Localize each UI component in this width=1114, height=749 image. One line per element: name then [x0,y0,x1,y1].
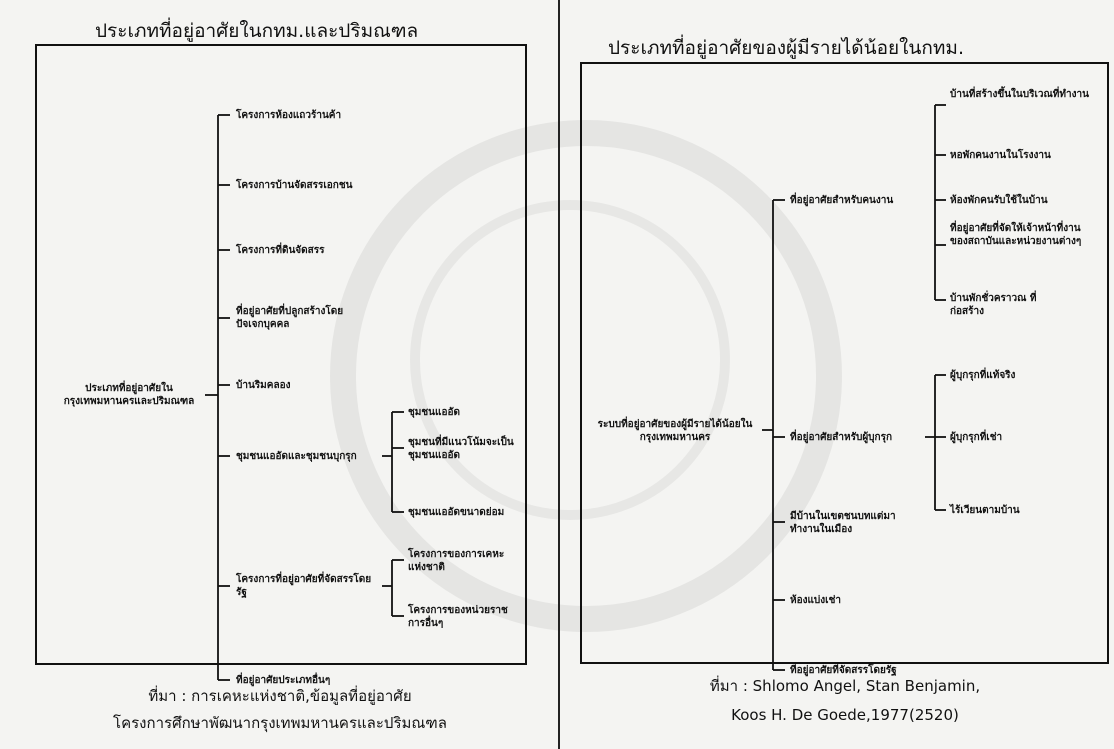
right-item-3: มีบ้านในเขตชนบทแต่มาทำงานในเมือง [790,511,896,535]
left-item-8: ที่อยู่อาศัยประเภทอื่นๆ [236,675,331,686]
right-item-5: ที่อยู่อาศัยที่จัดสรรโดยรัฐ [790,665,897,676]
left-title: ประเภทที่อยู่อาศัยในกทม.และปริมณฑล [95,20,419,42]
right-worker-child-1: บ้านที่สร้างขึ้นในบริเวณที่ทำงาน [950,89,1089,100]
right-frame [580,62,1109,664]
panel-divider [558,0,560,749]
right-title: ประเภทที่อยู่อาศัยของผู้มีรายได้น้อยในกท… [608,37,964,59]
right-source-line-1: ที่มา : Shlomo Angel, Stan Benjamin, [709,677,981,695]
right-squatter-child-1: ผู้บุกรุกที่แท้จริง [950,370,1016,381]
right-source-line-2: Koos H. De Goede,1977(2520) [731,706,959,724]
right-worker-child-5: บ้านพักชั่วคราวณ ที่ก่อสร้าง [950,293,1037,317]
watermark-seal-inner [410,200,730,520]
left-item-7: โครงการที่อยู่อาศัยที่จัดสรรโดยรัฐ [236,574,372,598]
right-squatter-child-2: ผู้บุกรุกที่เช่า [950,432,1003,443]
left-source-line-2: โครงการศึกษาพัฒนากรุงเทพมหานครและปริมณฑล [113,714,447,732]
right-worker-child-4: ที่อยู่อาศัยที่จัดให้เจ้าหน้าที่งานของสถ… [950,223,1082,247]
right-item-1: ที่อยู่อาศัยสำหรับคนงาน [790,195,894,206]
right-item-4: ห้องแบ่งเช่า [790,595,841,606]
left-item-1: โครงการห้องแถวร้านค้า [236,110,342,121]
right-item-2: ที่อยู่อาศัยสำหรับผู้บุกรุก [790,432,893,443]
left-slum-child-3: ชุมชนแออัดขนาดย่อม [408,507,505,518]
right-squatter-child-3: ไร้เวียนตามบ้าน [950,505,1020,516]
left-item-3: โครงการที่ดินจัดสรร [236,245,325,256]
left-root-node: ประเภทที่อยู่อาศัยในกรุงเทพมหานครและปริม… [63,383,195,407]
left-state-child-1: โครงการของการเคหะแห่งชาติ [408,549,505,573]
right-worker-child-2: หอพักคนงานในโรงงาน [950,150,1051,161]
left-frame [35,44,527,665]
left-slum-child-1: ชุมชนแออัด [408,407,460,418]
left-item-4: ที่อยู่อาศัยที่ปลูกสร้างโดยปัจเจกบุคคล [236,306,344,330]
left-item-5: บ้านริมคลอง [236,380,291,391]
right-worker-child-3: ห้องพักคนรับใช้ในบ้าน [950,195,1048,206]
left-slum-child-2: ชุมชนที่มีแนวโน้มจะเป็นชุมชนแออัด [408,437,514,461]
left-item-2: โครงการบ้านจัดสรรเอกชน [236,180,353,191]
left-item-6: ชุมชนแออัดและชุมชนบุกรุก [236,451,357,462]
left-state-child-2: โครงการของหน่วยราชการอื่นๆ [408,605,508,629]
right-root-node: ระบบที่อยู่อาศัยของผู้มีรายได้น้อยในกรุง… [597,419,753,443]
left-source-line-1: ที่มา : การเคหะแห่งชาติ,ข้อมูลที่อยู่อาศ… [148,687,412,705]
